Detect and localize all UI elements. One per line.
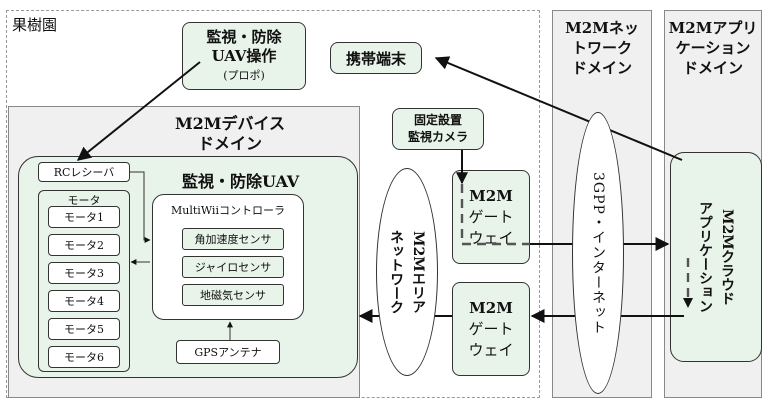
gateway-bottom-line3: ウェイ [468,340,514,359]
gateway-top-line3: ウェイ [468,228,514,247]
gps-antenna-box: GPSアンテナ [176,340,280,364]
cloud-app-label: M2Mクラウド アプリケーション [697,201,735,313]
motor-3-label: モータ3 [64,267,104,280]
fixed-camera-line1: 固定設置 [413,113,462,127]
fixed-camera-box: 固定設置 監視カメラ [392,108,484,150]
motor-6: モータ6 [48,346,120,368]
uav-operation-line1: 監視・防除 [206,27,282,46]
rc-receiver-label: RCレシーバ [53,166,115,179]
motor-1: モータ1 [48,206,120,228]
motor-4: モータ4 [48,290,120,312]
motors-title: モータ [67,194,101,207]
internet-ellipse: 3GPP・インターネット [572,112,624,394]
network-domain-label-line3: ドメイン [571,59,632,77]
sensor-angular-acceleration: 角加速度センサ [182,228,284,250]
application-domain-label-line3: ドメイン [682,59,743,77]
device-domain-label-line1: M2Mデバイス [174,114,286,133]
fixed-camera-line2: 監視カメラ [407,130,468,144]
application-domain-label-line2: ケーション [675,39,751,57]
motor-3: モータ3 [48,262,120,284]
area-network-label: M2Mエリア ネットワーク [388,230,426,314]
arrow-rc-receiver-to-controller [130,171,151,243]
gateway-top-box: M2M ゲート ウェイ [452,170,530,264]
network-domain-label-line2: トワーク [571,39,632,57]
dashed-gateway-path [460,184,530,246]
device-domain-label: M2Mデバイス ドメイン [150,114,310,154]
gateway-bottom-line1: M2M [469,298,513,317]
sensor-geomagnetic-label: 地磁気センサ [200,289,266,302]
motor-1-label: モータ1 [64,211,104,224]
motor-6-label: モータ6 [64,351,104,364]
motor-5-label: モータ5 [64,323,104,336]
motor-2: モータ2 [48,234,120,256]
arrow-uav-operation-to-rc-receiver [76,61,201,161]
sensor-gyro: ジャイロセンサ [182,256,284,278]
arrow-cloud-to-mobile-terminal [434,56,683,161]
gateway-top-line1: M2M [469,186,513,205]
uav-operation-line3: (プロポ) [223,68,265,82]
cloud-app-box [670,152,762,362]
network-domain-label: M2Mネッ トワーク ドメイン [552,18,652,78]
dashed-cloud-arrowhead [683,298,693,308]
controller-title: MultiWiiコントローラ [171,204,285,217]
uav-operation-box: 監視・防除 UAV操作 (プロポ) [182,22,306,90]
application-domain-label-line1: M2Mアプリ [668,19,758,37]
rc-receiver-box: RCレシーバ [38,162,130,182]
network-domain-label-line1: M2Mネッ [565,19,639,37]
area-network-ellipse: M2Mエリア ネットワーク [376,168,438,376]
internet-label: 3GPP・インターネット [590,171,606,335]
cloud-app-label-wrap: M2Mクラウド アプリケーション [670,152,762,362]
gateway-top-line2: ゲート [468,207,514,226]
uav-label: 監視・防除UAV [182,172,300,191]
gateway-bottom-box: M2M ゲート ウェイ [452,282,530,376]
motor-2-label: モータ2 [64,239,104,252]
sensor-angular-acceleration-label: 角加速度センサ [194,233,272,246]
uav-operation-line2: UAV操作 [211,46,277,65]
motor-4-label: モータ4 [64,295,104,308]
application-domain-label: M2Mアプリ ケーション ドメイン [664,18,762,78]
sensor-gyro-label: ジャイロセンサ [194,261,272,274]
mobile-terminal-label: 携帯端末 [345,49,406,68]
sensor-geomagnetic: 地磁気センサ [182,284,284,306]
gps-antenna-label: GPSアンテナ [194,346,262,359]
mobile-terminal-box: 携帯端末 [330,42,422,74]
orchard-label: 果樹園 [12,16,58,34]
device-domain-label-line2: ドメイン [197,134,262,153]
motor-5: モータ5 [48,318,120,340]
gateway-bottom-line2: ゲート [468,319,514,338]
